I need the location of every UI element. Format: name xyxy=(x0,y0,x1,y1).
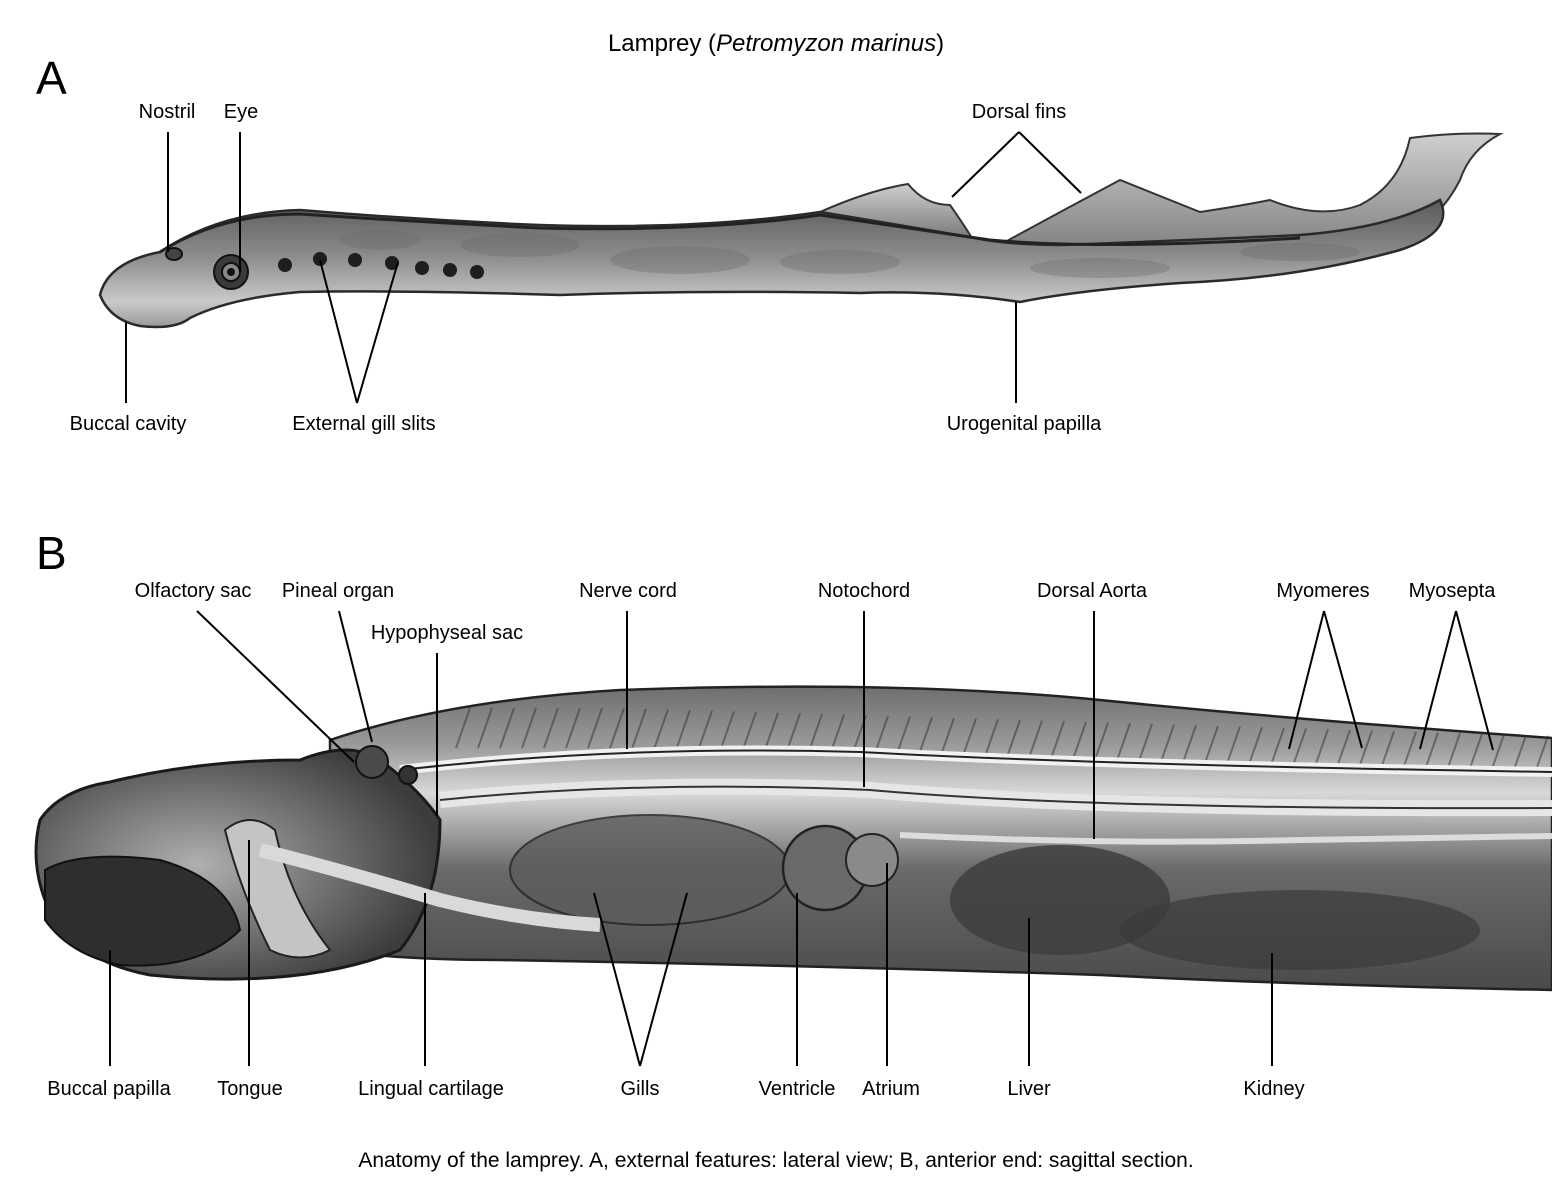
label-ventricle: Ventricle xyxy=(758,1078,836,1100)
lamprey-section-drawing xyxy=(34,685,1552,992)
label-nostril: Nostril xyxy=(138,101,196,123)
label-eye: Eye xyxy=(223,101,259,123)
lamprey-external-drawing xyxy=(98,132,1504,329)
label-dorsal-fins: Dorsal fins xyxy=(971,101,1067,123)
label-external-gill-slits: External gill slits xyxy=(292,413,436,435)
label-notochord: Notochord xyxy=(817,580,911,602)
buccal-cavity-shape xyxy=(44,855,242,967)
panel-a-leader-lines xyxy=(125,131,1082,404)
lamprey-body xyxy=(98,198,1445,329)
liver-shape xyxy=(950,845,1170,955)
gill-slits-shape xyxy=(278,252,484,279)
label-nerve-cord: Nerve cord xyxy=(579,580,677,602)
label-myosepta: Myosepta xyxy=(1408,580,1496,602)
body-mottling xyxy=(340,230,1360,278)
aorta-band xyxy=(899,832,1552,845)
figure-caption: Anatomy of the lamprey. A, external feat… xyxy=(358,1149,1194,1172)
label-olfactory-sac: Olfactory sac xyxy=(134,580,252,602)
figure-title: Lamprey (Petromyzon marinus) xyxy=(608,30,944,58)
atrium-shape xyxy=(845,833,899,887)
label-liver: Liver xyxy=(1007,1078,1051,1100)
label-myomeres: Myomeres xyxy=(1276,580,1370,602)
gills-shape xyxy=(509,814,791,926)
kidney-shape xyxy=(1120,890,1480,970)
title-species: Petromyzon marinus xyxy=(715,30,937,57)
label-hypophyseal-sac: Hypophyseal sac xyxy=(370,622,524,644)
panel-b-letter: B xyxy=(36,527,67,579)
label-lingual-cartilage: Lingual cartilage xyxy=(358,1078,504,1100)
olfactory-sac-shape xyxy=(355,745,389,779)
label-urogenital-papilla: Urogenital papilla xyxy=(946,413,1102,435)
dorsal-line xyxy=(159,212,1301,254)
pineal-organ-shape xyxy=(398,765,418,785)
label-gills: Gills xyxy=(620,1078,660,1100)
nostril-shape xyxy=(165,247,183,261)
panel-b-leader-lines xyxy=(109,610,1494,1067)
first-dorsal-fin xyxy=(816,182,974,240)
label-buccal-cavity: Buccal cavity xyxy=(69,413,187,435)
label-pineal-organ: Pineal organ xyxy=(281,580,395,602)
lingual-cartilage-shape xyxy=(258,843,601,932)
label-tongue: Tongue xyxy=(217,1078,283,1100)
label-atrium: Atrium xyxy=(862,1078,920,1100)
label-dorsal-aorta: Dorsal Aorta xyxy=(1036,580,1148,602)
panel-a-letter: A xyxy=(36,52,67,104)
label-buccal-papilla: Buccal papilla xyxy=(47,1078,171,1100)
title-prefix: Lamprey ( xyxy=(607,30,716,57)
title-suffix: ) xyxy=(936,30,945,57)
label-kidney: Kidney xyxy=(1243,1078,1305,1100)
